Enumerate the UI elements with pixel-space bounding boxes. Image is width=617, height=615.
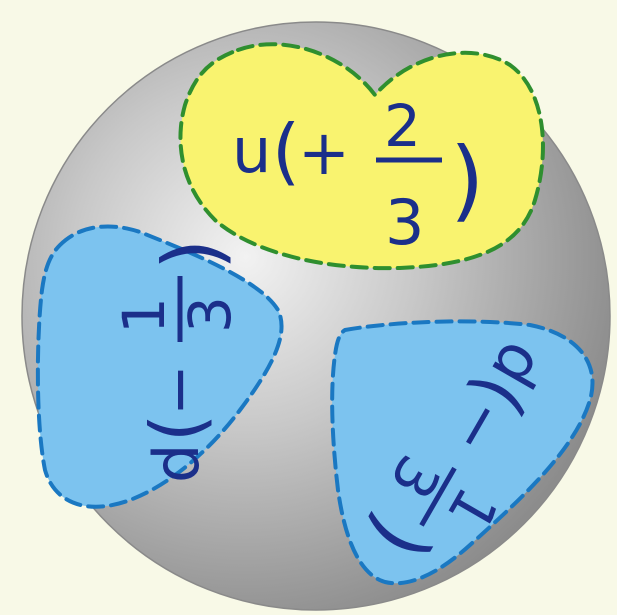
down-quark-left-denominator: 3 bbox=[176, 296, 244, 333]
up-quark-sign: + bbox=[298, 116, 350, 189]
up-quark-paren-close: ) bbox=[450, 128, 484, 231]
down-quark-left-numerator: 1 bbox=[110, 297, 178, 334]
up-quark-paren-open: ( bbox=[272, 109, 300, 193]
down-quark-right: d ( − 1 3 ) bbox=[332, 314, 592, 592]
up-quark-numerator: 2 bbox=[384, 92, 421, 160]
up-quark-denominator: 3 bbox=[385, 186, 424, 259]
down-quark-left-letter: d bbox=[140, 444, 213, 483]
down-quark-left-paren-close: ) bbox=[146, 239, 239, 270]
down-quark-left-paren-open: ( bbox=[135, 414, 219, 442]
down-quark-right-blob bbox=[332, 321, 592, 583]
down-quark-left-sign: − bbox=[142, 364, 215, 416]
up-quark-letter: u bbox=[232, 114, 271, 187]
